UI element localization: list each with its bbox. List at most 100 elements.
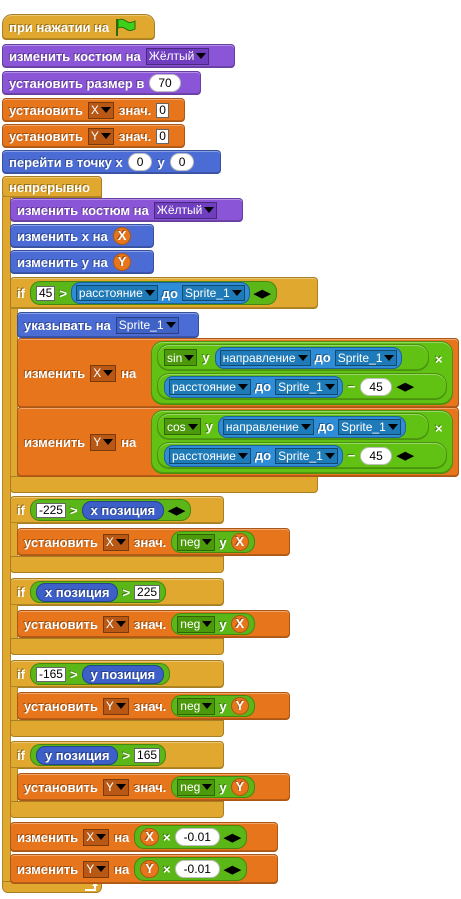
- var-reporter[interactable]: Y: [230, 697, 250, 715]
- left-input[interactable]: 45: [35, 285, 56, 301]
- if-block[interactable]: if -225 > x позиция ◀▶: [10, 496, 224, 524]
- var-dropdown[interactable]: X: [102, 533, 129, 551]
- function-dropdown[interactable]: cos: [164, 418, 201, 435]
- attribute-dropdown[interactable]: направление: [219, 349, 311, 366]
- number-input[interactable]: 45: [360, 446, 392, 465]
- var-dropdown[interactable]: Y: [90, 433, 117, 451]
- value-input[interactable]: 0: [156, 102, 169, 118]
- x-position-reporter[interactable]: x позиция: [81, 500, 165, 520]
- var-reporter[interactable]: X: [230, 615, 250, 633]
- set-var-block[interactable]: установить X знач. neg y X: [17, 528, 290, 556]
- function-dropdown[interactable]: neg: [177, 615, 216, 633]
- function-dropdown[interactable]: neg: [177, 533, 216, 551]
- costume-dropdown[interactable]: Жёлтый: [145, 47, 210, 65]
- greater-than-operator[interactable]: -165 > y позиция: [29, 663, 171, 685]
- forever-block[interactable]: непрерывно: [2, 176, 102, 198]
- costume-dropdown[interactable]: Жёлтый: [153, 201, 218, 219]
- variadic-arrows-icon[interactable]: ◀▶: [396, 450, 414, 462]
- change-y-block[interactable]: изменить y на Y: [10, 250, 154, 274]
- var-dropdown[interactable]: Y: [83, 860, 110, 878]
- y-position-reporter[interactable]: y позиция: [35, 745, 119, 765]
- var-dropdown[interactable]: Y: [102, 778, 129, 796]
- var-reporter[interactable]: Y: [112, 253, 132, 271]
- target-dropdown[interactable]: Sprite_1: [275, 447, 338, 464]
- if-block[interactable]: if y позиция > 165: [10, 741, 224, 769]
- var-reporter[interactable]: X: [230, 533, 250, 551]
- left-input[interactable]: -165: [35, 666, 66, 682]
- change-x-block[interactable]: изменить x на X: [10, 224, 154, 248]
- function-dropdown[interactable]: neg: [177, 697, 216, 715]
- target-dropdown[interactable]: Sprite_1: [115, 316, 179, 334]
- y-position-reporter[interactable]: y позиция: [81, 664, 165, 684]
- switch-costume-block[interactable]: изменить костюм на Жёлтый: [10, 198, 243, 222]
- variadic-arrows-icon[interactable]: ◀▶: [168, 504, 185, 517]
- minus-operator[interactable]: расстояние до Sprite_1 − 45 ◀▶: [157, 373, 447, 400]
- variadic-arrows-icon[interactable]: ◀▶: [396, 381, 414, 393]
- set-var-block[interactable]: установить Y знач. neg y Y: [17, 692, 290, 720]
- function-dropdown[interactable]: sin: [164, 349, 198, 366]
- greater-than-operator[interactable]: y позиция > 165: [29, 744, 167, 766]
- switch-costume-block[interactable]: изменить костюм на Жёлтый: [2, 44, 235, 68]
- if-block[interactable]: if 45 > расстояние до Sprite_1 ◀▶: [10, 277, 318, 309]
- greater-than-operator[interactable]: -225 > x позиция ◀▶: [29, 499, 191, 521]
- target-dropdown[interactable]: Sprite_1: [275, 378, 338, 395]
- multiply-operator[interactable]: X × -0.01 ◀▶: [134, 825, 247, 849]
- goto-xy-block[interactable]: перейти в точку x 0 y 0: [2, 150, 221, 174]
- var-dropdown[interactable]: X: [90, 364, 117, 382]
- var-dropdown[interactable]: X: [102, 615, 129, 633]
- var-dropdown[interactable]: X: [87, 101, 114, 119]
- right-input[interactable]: 225: [134, 584, 161, 600]
- cos-function-block[interactable]: cos y направление до Sprite_1: [157, 413, 429, 440]
- neg-function-block[interactable]: neg y Y: [171, 695, 256, 717]
- target-dropdown[interactable]: Sprite_1: [334, 349, 398, 366]
- attribute-dropdown[interactable]: расстояние: [169, 447, 251, 464]
- change-var-x-block[interactable]: изменить X на X × -0.01 ◀▶: [10, 822, 278, 852]
- if-block[interactable]: if -165 > y позиция: [10, 660, 224, 688]
- set-var-y-block[interactable]: установить Y знач. 0: [2, 124, 185, 148]
- neg-function-block[interactable]: neg y X: [171, 531, 256, 553]
- set-var-block[interactable]: установить X знач. neg y X: [17, 610, 290, 638]
- minus-operator[interactable]: расстояние до Sprite_1 − 45 ◀▶: [157, 442, 447, 469]
- var-dropdown[interactable]: Y: [87, 127, 114, 145]
- distance-reporter[interactable]: расстояние до Sprite_1: [164, 375, 343, 398]
- var-reporter[interactable]: Y: [140, 860, 159, 878]
- left-input[interactable]: -225: [35, 502, 66, 518]
- change-var-y-block[interactable]: изменить Y на Y × -0.01 ◀▶: [10, 854, 278, 884]
- var-dropdown[interactable]: Y: [102, 697, 129, 715]
- greater-than-operator[interactable]: x позиция > 225: [29, 581, 167, 603]
- var-reporter[interactable]: X: [140, 828, 159, 846]
- function-dropdown[interactable]: neg: [177, 778, 216, 796]
- hat-block-green-flag[interactable]: при нажатии на: [2, 14, 155, 40]
- attribute-dropdown[interactable]: направление: [222, 418, 314, 435]
- set-size-block[interactable]: установить размер в 70: [2, 71, 201, 95]
- direction-reporter[interactable]: направление до Sprite_1: [217, 415, 406, 438]
- variadic-arrows-icon[interactable]: ◀▶: [253, 287, 271, 300]
- y-input[interactable]: 0: [169, 153, 195, 171]
- var-reporter[interactable]: X: [112, 227, 132, 245]
- target-dropdown[interactable]: Sprite_1: [338, 418, 401, 435]
- distance-reporter[interactable]: расстояние до Sprite_1: [164, 444, 343, 467]
- var-dropdown[interactable]: X: [83, 828, 110, 846]
- variadic-arrows-icon[interactable]: ◀▶: [223, 831, 241, 844]
- point-towards-block[interactable]: указывать на Sprite_1: [17, 312, 199, 338]
- neg-function-block[interactable]: neg y Y: [171, 776, 256, 798]
- number-input[interactable]: -0.01: [174, 860, 220, 878]
- greater-than-operator[interactable]: 45 > расстояние до Sprite_1 ◀▶: [29, 281, 277, 305]
- set-var-x-block[interactable]: установить X знач. 0: [2, 98, 185, 122]
- direction-reporter[interactable]: направление до Sprite_1: [214, 346, 403, 369]
- right-input[interactable]: 165: [134, 747, 161, 763]
- set-var-block[interactable]: установить Y знач. neg y Y: [17, 773, 290, 801]
- neg-function-block[interactable]: neg y X: [171, 613, 256, 635]
- sin-function-block[interactable]: sin y направление до Sprite_1: [157, 344, 429, 371]
- if-block[interactable]: if x позиция > 225: [10, 578, 224, 606]
- attribute-dropdown[interactable]: расстояние: [75, 285, 158, 301]
- target-dropdown[interactable]: Sprite_1: [182, 285, 245, 301]
- number-input[interactable]: 45: [360, 377, 392, 396]
- distance-reporter[interactable]: расстояние до Sprite_1: [70, 282, 250, 304]
- attribute-dropdown[interactable]: расстояние: [169, 378, 251, 395]
- number-input[interactable]: -0.01: [174, 828, 220, 846]
- value-input[interactable]: 0: [156, 128, 169, 144]
- x-input[interactable]: 0: [127, 153, 153, 171]
- x-position-reporter[interactable]: x позиция: [35, 582, 119, 602]
- variadic-arrows-icon[interactable]: ◀▶: [223, 863, 241, 876]
